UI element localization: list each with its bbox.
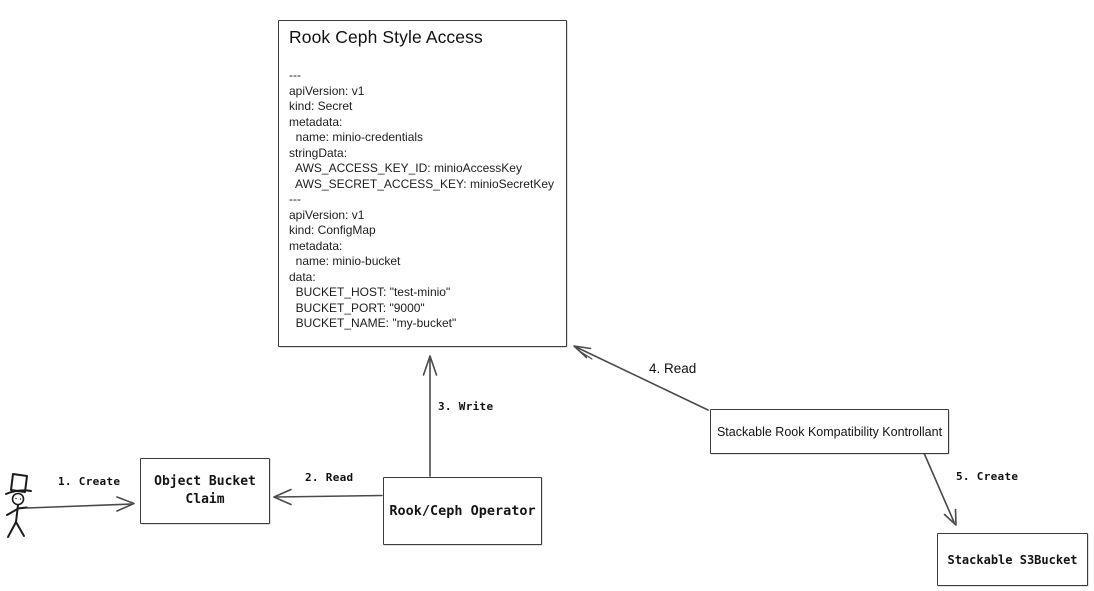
actor-arm-right [16,506,28,510]
arrow-read-yaml [573,345,709,411]
arrow-label-1-create: 1. Create [58,475,121,488]
arrow-read-obc-head [273,488,292,506]
node-stackable-s3bucket: Stackable S3Bucket [937,533,1088,586]
yaml-line: name: minio-bucket [289,254,401,268]
actor-arm-left [6,508,19,516]
node-object-bucket-claim: Object Bucket Claim [140,458,270,524]
yaml-line: AWS_SECRET_ACCESS_KEY: minioSecretKey [289,176,554,191]
arrow-read-obc [273,488,383,506]
yaml-line: --- [289,68,301,82]
node-rook-ceph-style-access: Rook Ceph Style Access ---apiVersion: v1… [278,20,567,347]
yaml-line: BUCKET_HOST: "test-minio" [289,285,451,299]
arrow-create-obc [26,496,135,512]
actor-head [11,492,25,506]
arrow-create-obc-shaft [26,503,133,509]
yaml-line: metadata: [289,238,343,253]
arrow-label-5-create: 5. Create [956,470,1019,483]
arrow-read-yaml-shaft [575,346,709,411]
actor-hat-brim [5,489,32,495]
arrow-create-s3bucket-head [943,508,957,526]
node-rook-ceph-operator: Rook/Ceph Operator [383,477,542,545]
yaml-line: apiVersion: v1 [289,207,365,222]
arrow-read-yaml-head [573,345,592,359]
actor-leg-right [15,521,25,537]
yaml-line: name: minio-credentials [289,130,424,144]
yaml-line: metadata: [289,114,343,129]
arrow-read-yaml-head-sketch [580,351,593,360]
arrow-label-2-read: 2. Read [305,471,354,484]
arrow-create-s3bucket-shaft [923,452,955,523]
yaml-line: apiVersion: v1 [289,83,365,98]
yaml-line: BUCKET_PORT: "9000" [289,300,425,315]
actor-body [15,504,19,523]
arrow-create-obc-head [116,496,135,512]
actor-eye-left [15,497,17,500]
arrow-read-obc-shaft [275,494,383,498]
yaml-box-title: Rook Ceph Style Access [289,27,483,47]
actor-eye-right [19,498,22,500]
yaml-line: --- [289,192,301,206]
yaml-line: BUCKET_NAME: "my-bucket" [289,316,457,330]
arrow-create-s3bucket [923,452,957,526]
arrow-write-yaml [422,355,438,477]
actor-hat-crown [10,473,28,493]
yaml-line: kind: ConfigMap [289,223,376,237]
yaml-line: data: [289,269,316,284]
yaml-line: kind: Secret [289,99,353,113]
actor-leg-left [7,521,17,538]
yaml-line: stringData: [289,145,348,160]
yaml-line: AWS_ACCESS_KEY_ID: minioAccessKey [289,161,522,175]
arrow-label-3-write: 3. Write [438,400,494,413]
arrow-label-4-read: 4. Read [649,361,697,376]
user-actor-icon [5,473,32,538]
arrow-write-yaml-head [422,355,438,376]
node-stackable-rook-kompatibility-kontrollant: Stackable Rook Kompatibility Kontrollant [710,409,949,454]
